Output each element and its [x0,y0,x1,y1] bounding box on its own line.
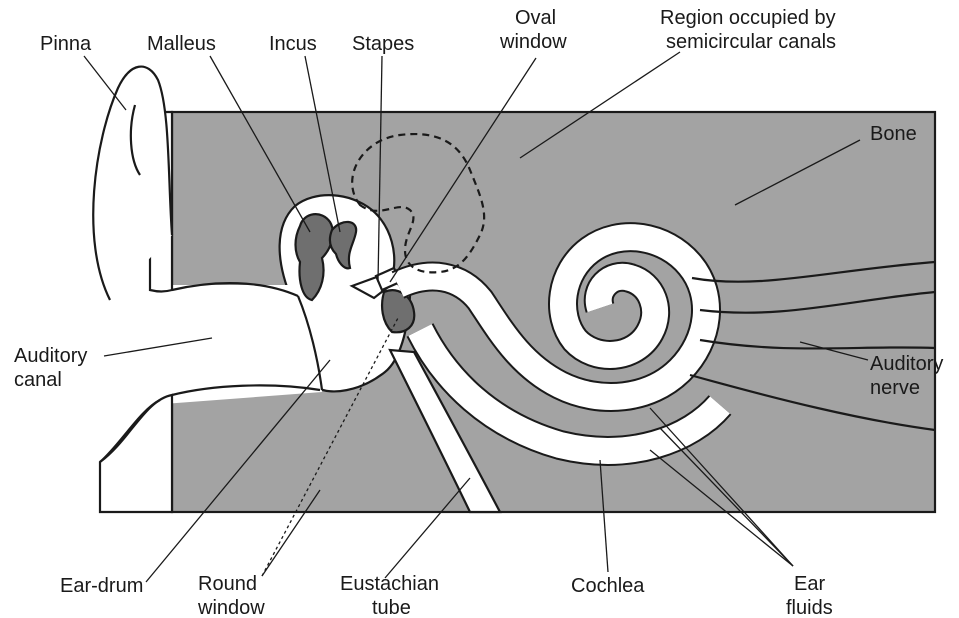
label-bone: Bone [870,123,917,145]
label-eustachian-line1: Eustachian [340,573,439,595]
label-auditory-nerve-line2: nerve [870,377,920,399]
label-round-window: Round window [197,573,265,618]
lower-head [100,395,172,512]
label-ear-drum: Ear-drum [60,575,143,597]
label-cochlea: Cochlea [571,575,645,597]
label-semicircular-line1: Region occupied by [660,7,836,29]
label-semicircular-line2: semicircular canals [666,31,836,53]
label-oval-window: Oval window [499,7,567,53]
label-stapes: Stapes [352,33,414,55]
label-round-window-line1: Round [198,573,257,595]
label-semicircular: Region occupied by semicircular canals [660,7,841,53]
label-ear-fluids: Ear fluids [786,573,833,618]
label-eustachian-tube: Eustachian tube [340,573,445,618]
label-auditory-canal-line1: Auditory [14,345,87,367]
label-pinna: Pinna [40,33,92,55]
label-ear-fluids-line2: fluids [786,597,833,618]
label-oval-window-line2: window [499,31,567,53]
label-eustachian-line2: tube [372,597,411,618]
label-ear-fluids-line1: Ear [794,573,825,595]
label-auditory-canal-line2: canal [14,369,62,391]
label-auditory-canal: Auditory canal [14,345,93,391]
label-incus: Incus [269,33,317,55]
label-auditory-nerve-line1: Auditory [870,353,943,375]
label-malleus: Malleus [147,33,216,55]
label-round-window-line2: window [197,597,265,618]
label-oval-window-line1: Oval [515,7,556,29]
